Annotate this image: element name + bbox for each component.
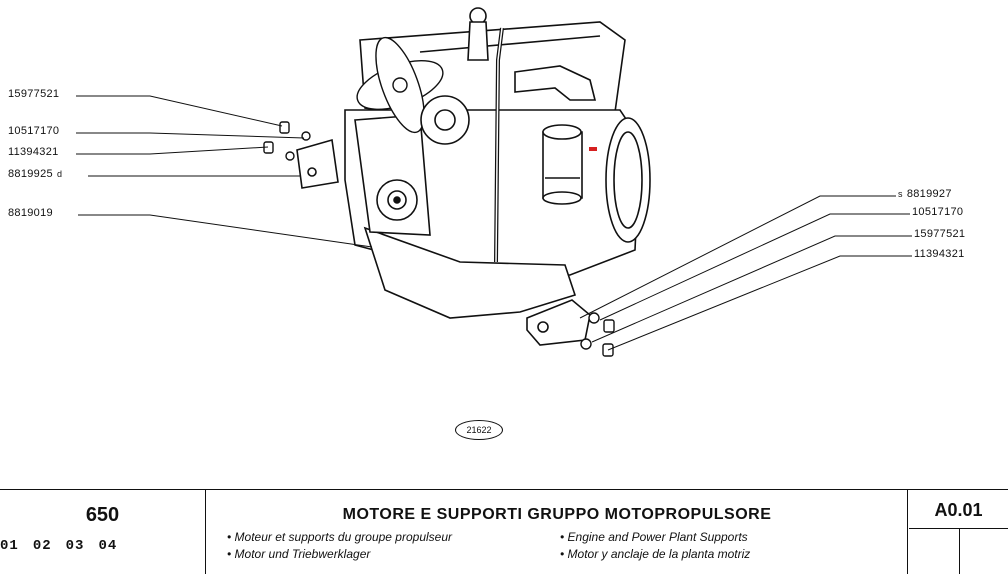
variant-code: 01: [0, 538, 19, 554]
exploded-engine-diagram: [76, 7, 912, 357]
part-label-left-2: 10517170: [8, 125, 60, 137]
grid-divider: [959, 528, 960, 574]
variant-codes: 01 02 03 04: [0, 538, 131, 554]
engine-block-illustration: [296, 7, 651, 346]
red-marker: [589, 147, 597, 151]
leader-lines-right: [579, 195, 912, 351]
table-code-cell: A0.01: [909, 490, 1008, 574]
grid-divider: [909, 528, 1008, 529]
subtitle-german: • Motor und Triebwerklager: [227, 547, 371, 561]
fastener-illustrations: [263, 121, 615, 357]
table-code: A0.01: [934, 500, 983, 520]
title-cell: MOTORE E SUPPORTI GRUPPO MOTOPROPULSORE …: [207, 490, 908, 574]
variant-code: 04: [98, 538, 118, 554]
model-number: 650: [85, 504, 120, 526]
part-prefix: s: [898, 189, 903, 199]
part-label-left-1: 15977521: [8, 88, 60, 100]
part-suffix: d: [56, 169, 63, 179]
part-label-right-2: 10517170: [912, 206, 964, 218]
part-label-right-3: 15977521: [914, 228, 966, 240]
part-label-left-3: 11394321: [8, 146, 59, 158]
subtitle-french: • Moteur et supports du groupe propulseu…: [227, 530, 452, 544]
title-block: 650 01 02 03 04 MOTORE E SUPPORTI GRUPPO MO…: [0, 489, 1008, 574]
model-cell: 650 01 02 03 04: [0, 490, 206, 574]
page-title: MOTORE E SUPPORTI GRUPPO MOTOPROPULSORE: [342, 506, 772, 523]
subtitle-english: • Engine and Power Plant Supports: [560, 530, 748, 544]
drawing-reference-code: 21622: [455, 420, 503, 440]
leader-lines-left: [76, 95, 373, 248]
subtitle-spanish: • Motor y anclaje de la planta motriz: [560, 547, 751, 561]
part-label-right-4: 11394321: [914, 248, 965, 260]
part-label-left-5: 8819019: [8, 207, 53, 219]
variant-code: 03: [65, 538, 85, 554]
variant-code: 02: [32, 538, 52, 554]
